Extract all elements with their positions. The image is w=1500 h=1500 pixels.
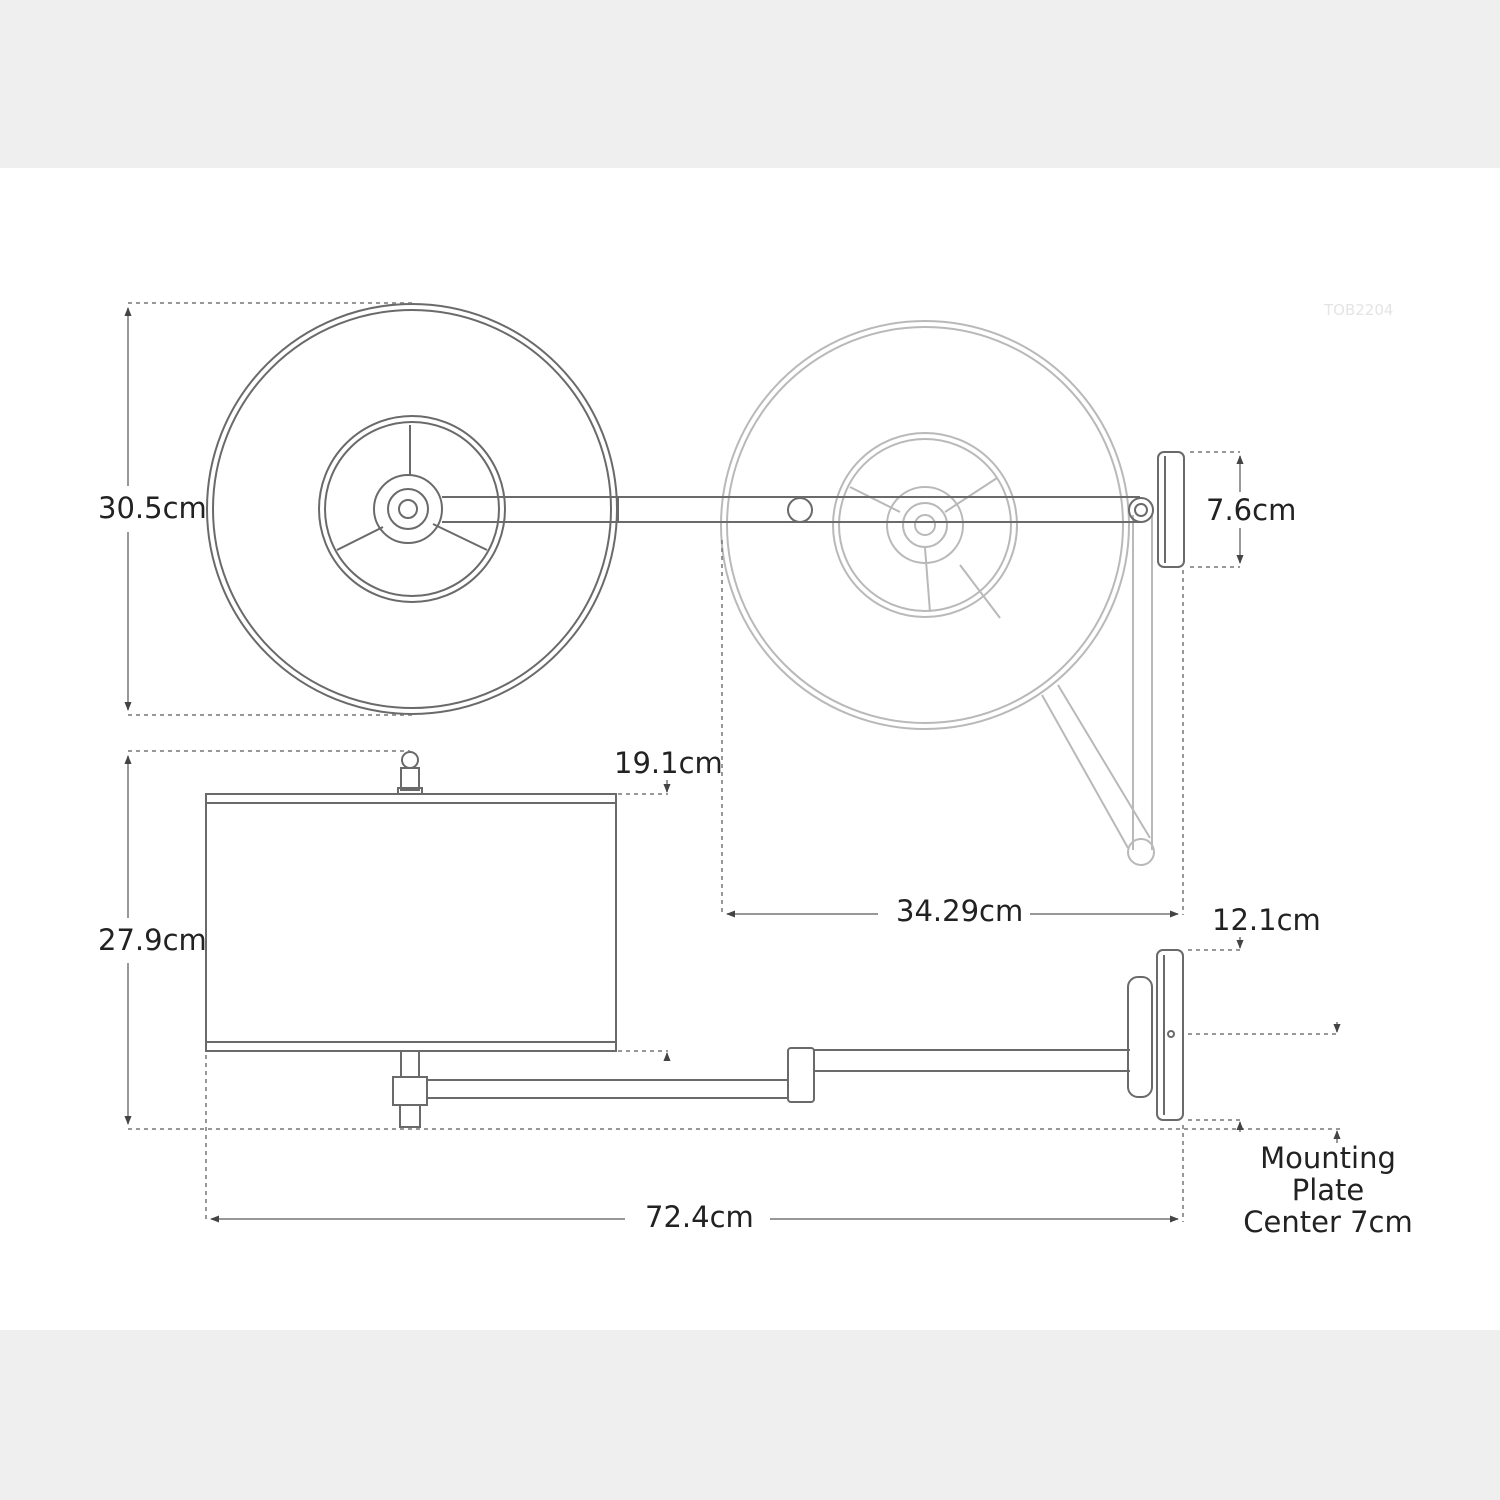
side-dimension-lines [124, 540, 1341, 1223]
mounting-note-line-2: Plate [1292, 1173, 1365, 1207]
top-view [124, 302, 1244, 866]
main-lamp-side [205, 751, 1184, 1128]
top-dimension-lines [124, 302, 1244, 716]
mounting-note-line-3: Center 7cm [1243, 1205, 1412, 1239]
watermark-label: TOB2204 [1323, 301, 1393, 319]
backplate-width-label: 7.6cm [1206, 493, 1296, 527]
shade-drop-label: 19.1cm [614, 746, 723, 780]
shade-diameter-label: 30.5cm [98, 491, 207, 525]
main-lamp-top [206, 303, 1185, 715]
overall-height-label: 27.9cm [98, 923, 207, 957]
backplate-height-label: 12.1cm [1212, 903, 1321, 937]
ghost-lamp-top [720, 320, 1155, 866]
drawing-canvas [0, 168, 1500, 1330]
side-view [124, 540, 1341, 1223]
overall-extension-label: 72.4cm [645, 1200, 754, 1234]
mounting-note-line-1: Mounting [1260, 1141, 1396, 1175]
arm-reach-label: 34.29cm [896, 894, 1023, 928]
